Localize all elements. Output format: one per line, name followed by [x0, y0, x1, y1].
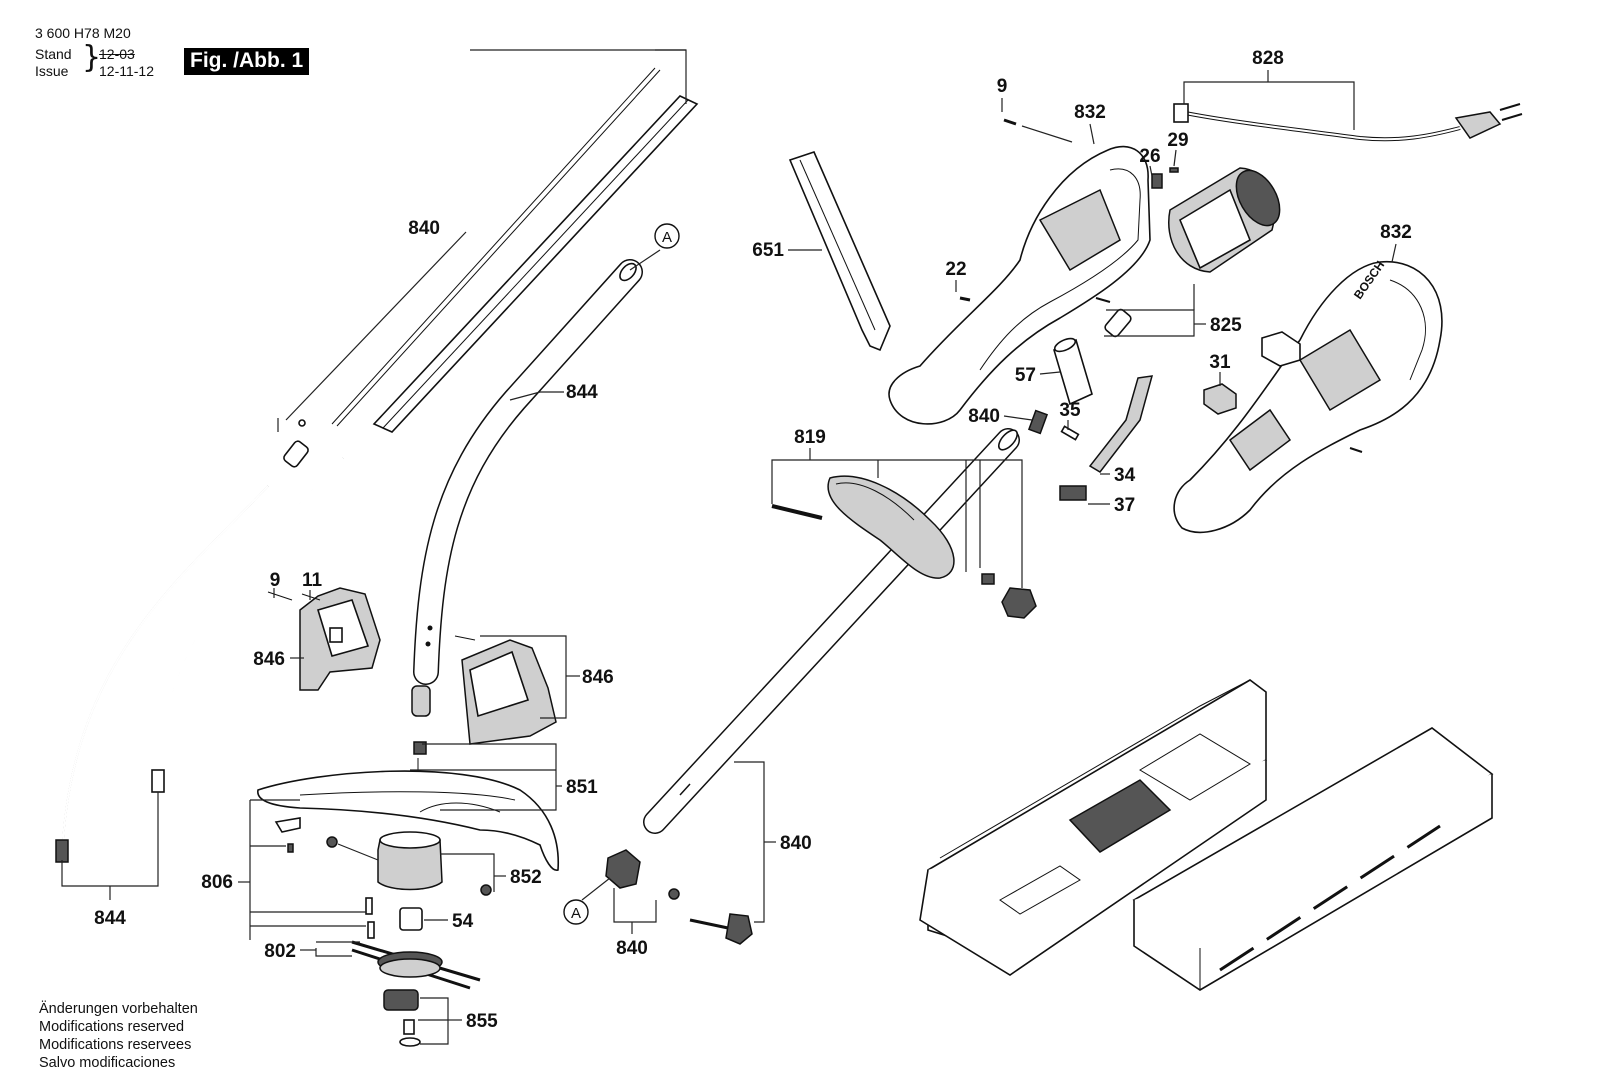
callout-819: 819 [794, 427, 826, 448]
callout-29: 29 [1167, 130, 1188, 151]
callout-31: 31 [1209, 352, 1231, 373]
note-line: Änderungen vorbehalten [39, 1001, 198, 1017]
housing-half-832-right: BOSCH [1173, 258, 1443, 534]
callout-9-right: 9 [997, 76, 1008, 97]
issue-value: 12-11-12 [99, 63, 155, 79]
callout-840-lower: 840 [780, 833, 812, 854]
cover-846 [454, 635, 557, 745]
callout-840-bottom: 840 [616, 938, 648, 959]
callout-846-left: 846 [253, 649, 285, 670]
marker-a-top-label: A [662, 229, 672, 246]
callout-846-right: 846 [582, 667, 614, 688]
modification-notes: Änderungen vorbehalten Modifications res… [39, 1000, 198, 1072]
callout-832-right: 832 [1380, 222, 1412, 243]
callout-37: 37 [1114, 495, 1135, 516]
note-line: Salvo modificaciones [39, 1055, 176, 1071]
callout-651: 651 [752, 240, 784, 261]
callout-840-mid: 840 [968, 406, 1000, 427]
power-cable-828 [1173, 103, 1523, 142]
guard-bracket-846 [267, 587, 381, 691]
stand-label: Stand [35, 46, 72, 62]
document-number: 3 600 H78 M20 [35, 25, 131, 41]
packaging-box-closed [1132, 727, 1494, 991]
callout-26: 26 [1139, 146, 1160, 167]
main-shaft-840 [643, 428, 1020, 834]
callout-828: 828 [1252, 48, 1284, 69]
motor-825 [1095, 167, 1281, 338]
spool-housing-852 [326, 831, 492, 931]
note-line: Modifications reservees [39, 1037, 192, 1053]
packaging-box-open [919, 679, 1267, 976]
callout-855: 855 [466, 1011, 498, 1032]
shaft-clamp [605, 849, 753, 945]
straight-shaft-set [283, 67, 699, 468]
block-31 [1203, 331, 1301, 415]
callout-844-mid: 844 [566, 382, 598, 403]
stand-value: 12-03 [99, 46, 135, 62]
issue-label: Issue [35, 63, 69, 79]
auxiliary-handle-819 [771, 475, 1037, 619]
callout-34: 34 [1114, 465, 1136, 486]
reference-marker-bottom [563, 899, 589, 925]
note-line: Modifications reserved [39, 1019, 185, 1035]
switch-parts [1027, 337, 1154, 501]
callout-844-left: 844 [94, 908, 126, 929]
callout-825: 825 [1210, 315, 1242, 336]
reference-marker-top [654, 223, 680, 249]
callout-35: 35 [1059, 400, 1081, 421]
callout-22: 22 [945, 259, 966, 280]
callout-852: 852 [510, 867, 542, 888]
callout-802: 802 [264, 941, 296, 962]
callout-806: 806 [201, 872, 233, 893]
callout-832-left: 832 [1074, 102, 1106, 123]
callout-54: 54 [452, 911, 474, 932]
callout-840-top: 840 [408, 218, 440, 239]
leader-lines [61, 49, 1397, 1045]
callout-11: 11 [302, 570, 323, 591]
figure-badge: Fig. /Abb. 1 [184, 48, 310, 75]
callout-851: 851 [566, 777, 598, 798]
small-parts-26-29 [1151, 167, 1179, 189]
small-parts-806 [274, 817, 375, 939]
brace-symbol: } [82, 40, 102, 75]
cover-strip-651 [788, 151, 891, 352]
spool-802 [351, 940, 481, 1047]
callout-9-left: 9 [270, 570, 281, 591]
callout-57: 57 [1015, 365, 1036, 386]
marker-a-bottom-label: A [571, 905, 581, 922]
housing-half-832 [888, 118, 1151, 425]
curved-shaft-set [55, 457, 344, 863]
grass-guard [257, 770, 560, 871]
curved-shaft-844 [413, 259, 643, 685]
